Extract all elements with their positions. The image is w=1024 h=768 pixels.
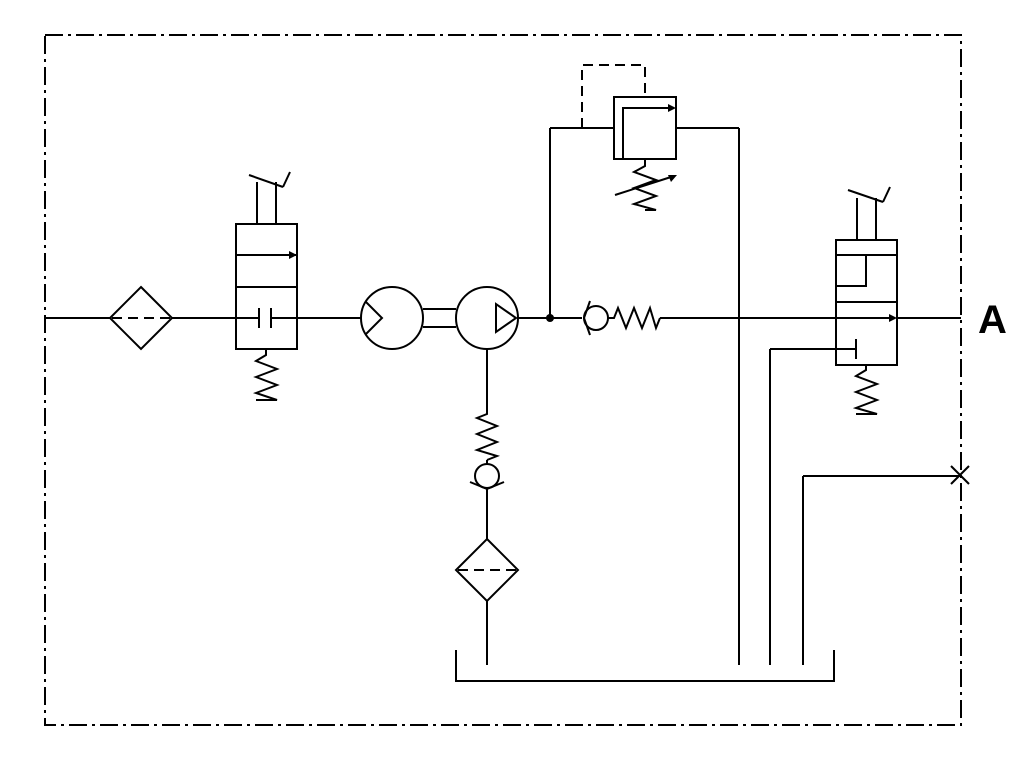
suction-line <box>469 349 505 539</box>
pressure-relief-valve <box>581 64 677 211</box>
port-label-a: A <box>978 298 1007 342</box>
return-line-valve <box>769 339 857 665</box>
check-valve-pressure <box>583 300 661 336</box>
pump <box>455 286 519 350</box>
suction-filter <box>454 537 520 665</box>
motor <box>360 286 424 350</box>
reservoir-tank <box>455 650 835 682</box>
drain-line <box>802 465 970 665</box>
inlet-filter <box>108 285 174 351</box>
coupling-shaft <box>423 308 456 328</box>
shutoff-valve-left <box>235 171 298 401</box>
relief-valve-branch <box>549 127 740 665</box>
directional-valve-right <box>835 186 898 415</box>
enclosure-boundary <box>44 34 962 726</box>
